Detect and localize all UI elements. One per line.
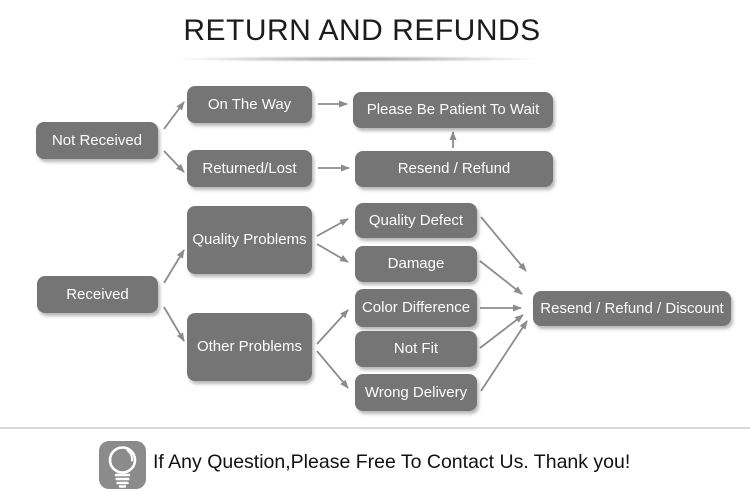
- footer-message: If Any Question,Please Free To Contact U…: [153, 451, 631, 473]
- node-color-difference: Color Difference: [355, 289, 477, 327]
- arrow-quality-defect-to-discount: [480, 216, 527, 272]
- node-not-received: Not Received: [36, 122, 158, 159]
- node-quality-problems: Quality Problems: [187, 206, 312, 274]
- light-bulb-icon: [99, 441, 146, 489]
- light-bulb-glyph: [108, 446, 137, 488]
- node-please-wait: Please Be Patient To Wait: [353, 92, 553, 128]
- arrow-other-problems-to-wrong-delivery: [316, 350, 349, 389]
- node-resend-refund-discount: Resend / Refund / Discount: [533, 291, 731, 326]
- node-quality-defect: Quality Defect: [355, 203, 477, 238]
- arrow-received-to-other-problems: [163, 306, 185, 342]
- arrow-damage-to-discount: [479, 260, 523, 295]
- node-not-fit: Not Fit: [355, 331, 477, 367]
- arrow-quality-problems-to-quality-defect: [316, 218, 349, 237]
- node-received: Received: [37, 276, 158, 313]
- arrow-wrong-delivery-to-discount: [480, 320, 528, 392]
- page-title: RETURN AND REFUNDS: [183, 14, 541, 47]
- node-other-problems: Other Problems: [187, 313, 312, 381]
- arrow-received-to-quality-problems: [163, 249, 185, 284]
- node-resend-refund: Resend / Refund: [355, 151, 553, 187]
- node-damage: Damage: [355, 246, 477, 282]
- title-underline: [158, 56, 558, 62]
- arrow-not-received-to-returned-lost: [163, 150, 185, 173]
- node-returned-lost: Returned/Lost: [187, 150, 312, 187]
- arrow-not-received-to-on-the-way: [163, 101, 185, 130]
- arrow-quality-problems-to-damage: [316, 243, 349, 263]
- arrow-not-fit-to-discount: [479, 314, 524, 349]
- footer-divider: [0, 427, 750, 429]
- arrow-other-problems-to-color-difference: [316, 309, 349, 345]
- node-wrong-delivery: Wrong Delivery: [355, 374, 477, 411]
- node-on-the-way: On The Way: [187, 86, 312, 123]
